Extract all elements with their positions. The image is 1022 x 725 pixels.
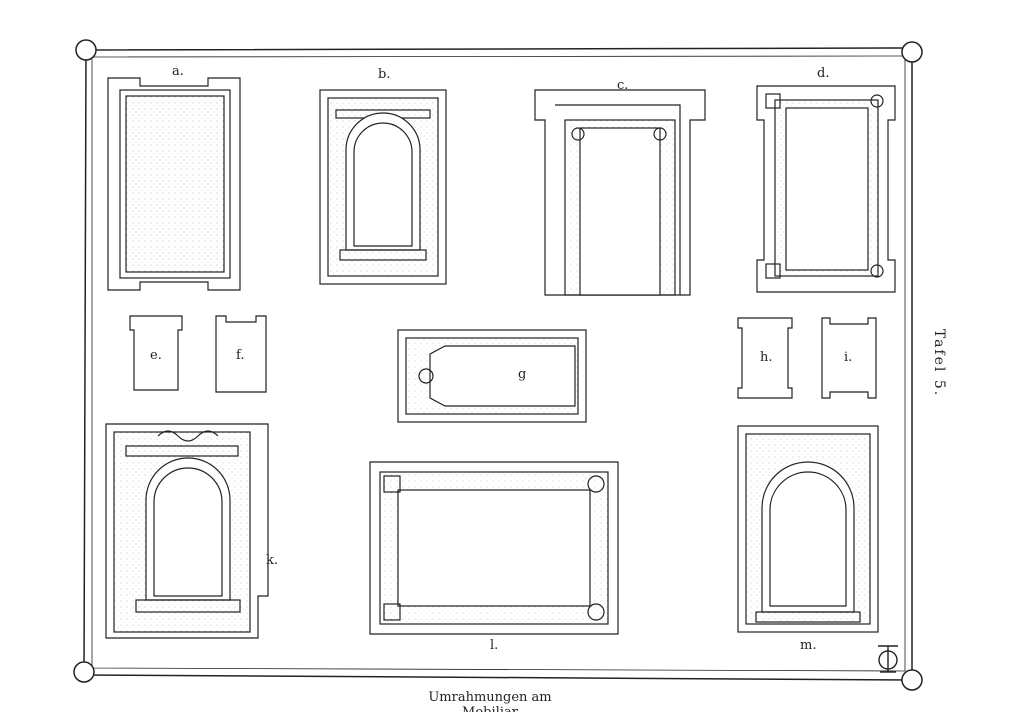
profile-i [821,317,877,399]
profile-h [737,317,793,399]
label-l: l. [490,638,499,653]
plate-number: Tafel 5. [931,328,948,398]
label-c: c. [617,78,629,93]
frame-m [737,425,879,633]
profile-f [215,315,267,393]
frame-k [105,423,269,639]
frame-c [534,89,706,296]
label-g: g [518,367,527,382]
label-h: h. [760,350,773,365]
artist-monogram-icon [878,645,898,673]
profile-e [129,315,183,391]
label-e: e. [150,348,162,363]
label-b: b. [378,67,391,82]
frame-d [756,85,896,293]
frame-a [107,77,241,291]
frame-b [319,89,447,285]
label-a: a. [172,64,184,79]
panel-g [397,329,587,423]
label-d: d. [817,66,830,81]
label-k: k. [266,553,279,568]
label-m: m. [800,638,817,653]
plate-border [73,39,923,691]
label-f: f. [236,348,245,363]
label-i: i. [844,350,853,365]
plate-caption: Umrahmungen am Mobiliar [428,690,552,712]
frame-l [369,461,619,635]
